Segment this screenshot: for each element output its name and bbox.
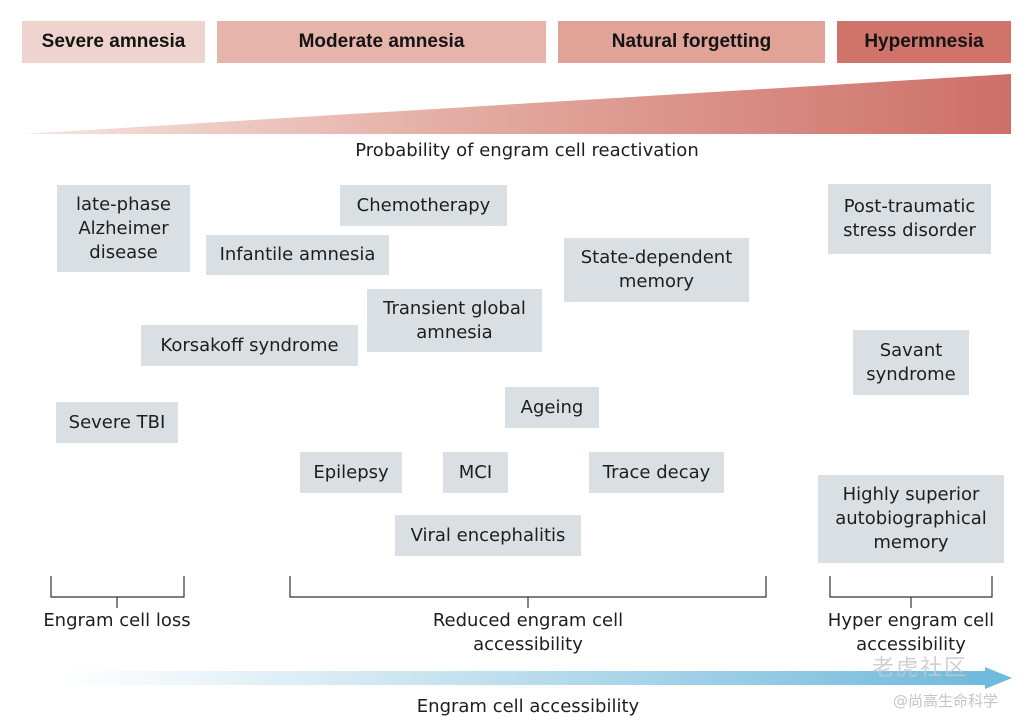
category-label: Severe amnesia	[41, 31, 186, 52]
wedge-shape	[22, 74, 1011, 134]
category-severe-amnesia: Severe amnesia	[22, 21, 205, 63]
bracket-reduced-accessibility	[289, 576, 767, 608]
condition-chemotherapy: Chemotherapy	[340, 185, 507, 226]
accessibility-arrow	[60, 667, 1012, 689]
category-label: Moderate amnesia	[298, 31, 465, 52]
condition-ptsd: Post-traumatic stress disorder	[828, 184, 991, 254]
bracket-hyper-accessibility	[829, 576, 993, 608]
condition-viral-encephalitis: Viral encephalitis	[395, 515, 581, 556]
condition-infantile-amnesia: Infantile amnesia	[206, 235, 389, 275]
category-natural-forgetting: Natural forgetting	[558, 21, 825, 63]
bracket-engram-cell-loss	[50, 576, 185, 608]
accessibility-arrow-label: Engram cell accessibility	[416, 696, 640, 717]
group-label-hyper-accessibility: Hyper engram cell accessibility	[827, 610, 995, 655]
condition-late-phase-alzheimer: late-phase Alzheimer disease	[57, 185, 190, 272]
wedge-label: Probability of engram cell reactivation	[355, 140, 699, 161]
condition-state-dependent-memory: State-dependent memory	[564, 238, 749, 302]
condition-trace-decay: Trace decay	[589, 452, 724, 493]
category-label: Natural forgetting	[611, 31, 772, 52]
group-label-engram-cell-loss: Engram cell loss	[43, 610, 191, 631]
watermark-line2: @尚高生命科学	[893, 692, 999, 710]
category-label: Hypermnesia	[864, 31, 984, 52]
group-label-reduced-accessibility: Reduced engram cell accessibility	[432, 610, 624, 655]
condition-mci: MCI	[443, 452, 508, 493]
condition-savant-syndrome: Savant syndrome	[853, 330, 969, 395]
category-hypermnesia: Hypermnesia	[837, 21, 1011, 63]
condition-epilepsy: Epilepsy	[300, 452, 402, 493]
condition-transient-global-amnesia: Transient global amnesia	[367, 289, 542, 352]
category-moderate-amnesia: Moderate amnesia	[217, 21, 546, 63]
condition-ageing: Ageing	[505, 387, 599, 428]
condition-korsakoff-syndrome: Korsakoff syndrome	[141, 325, 358, 366]
condition-hsam: Highly superior autobiographical memory	[818, 475, 1004, 563]
watermark-line1: 老虎社区	[872, 656, 969, 681]
condition-severe-tbi: Severe TBI	[56, 402, 178, 443]
